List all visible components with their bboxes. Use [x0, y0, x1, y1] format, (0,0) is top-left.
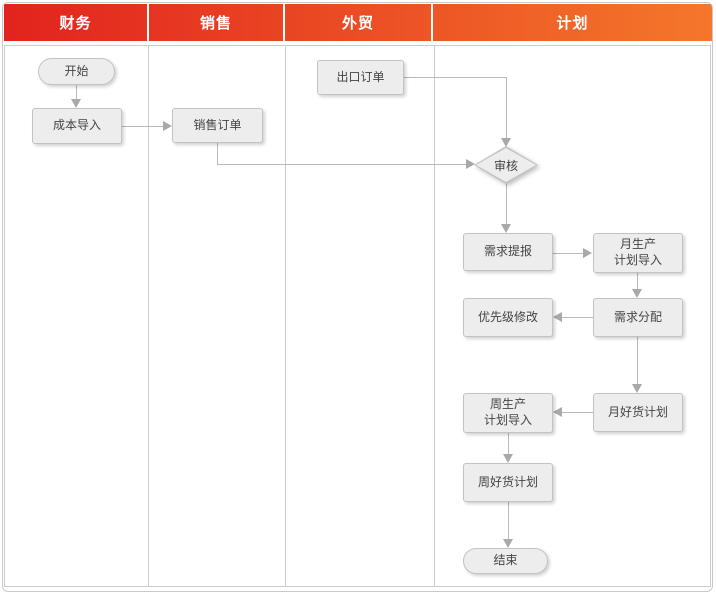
connector-monthly-plan-import-to-demand-allocation-arrowhead	[632, 289, 642, 298]
node-cost-import: 成本导入	[32, 108, 122, 144]
connector-monthly-good-plan-to-weekly-plan-import-arrowhead	[553, 407, 562, 417]
connector-weekly-good-plan-to-end-segment	[508, 502, 509, 539]
node-export-order: 出口订单	[317, 60, 404, 95]
connector-sales-order-to-review-segment-v	[217, 143, 218, 164]
lane-header-divider	[147, 4, 149, 41]
node-start: 开始	[38, 58, 115, 85]
lane-header-planning: 计划	[556, 15, 589, 32]
connector-review-to-demand-report-segment	[506, 183, 507, 225]
connector-start-to-cost-import-segment	[76, 85, 77, 100]
connector-export-order-to-review-arrowhead	[501, 138, 511, 147]
lane-divider-2	[285, 46, 286, 586]
lane-divider-1	[148, 46, 149, 586]
connector-review-to-demand-report-arrowhead	[501, 224, 511, 233]
connector-monthly-good-plan-to-weekly-plan-import-segment	[562, 412, 593, 413]
connector-export-order-to-review-segment-v	[506, 77, 507, 139]
node-sales-order: 销售订单	[172, 108, 263, 143]
connector-weekly-plan-import-to-weekly-good-plan-segment	[508, 433, 509, 454]
lane-divider-3	[434, 46, 435, 586]
lane-header-finance: 财务	[59, 15, 92, 32]
node-monthly-plan-import: 月生产 计划导入	[593, 233, 683, 273]
connector-demand-report-to-monthly-plan-import-segment	[553, 253, 584, 254]
node-demand-allocation: 需求分配	[593, 298, 683, 337]
connector-weekly-plan-import-to-weekly-good-plan-arrowhead	[503, 454, 513, 463]
connector-demand-allocation-to-monthly-good-plan-arrowhead	[632, 384, 642, 393]
node-weekly-plan-import: 周生产 计划导入	[463, 393, 553, 433]
lane-header-divider	[283, 4, 285, 41]
connector-monthly-plan-import-to-demand-allocation-segment	[637, 273, 638, 289]
lane-header-divider	[431, 4, 433, 41]
node-monthly-good-plan: 月好货计划	[593, 393, 683, 432]
node-review-decision: 审核	[474, 146, 538, 184]
node-demand-report: 需求提报	[463, 233, 553, 271]
connector-start-to-cost-import-arrowhead	[71, 99, 81, 108]
connector-demand-allocation-to-monthly-good-plan-segment	[637, 337, 638, 385]
lane-header-foreign-trade: 外贸	[341, 15, 374, 32]
lane-header-sales: 销售	[199, 15, 232, 32]
node-end: 结束	[463, 548, 548, 574]
connector-demand-allocation-to-priority-modify-arrowhead	[553, 312, 562, 322]
connector-cost-import-to-sales-order-segment	[122, 126, 164, 127]
connector-export-order-to-review-segment-h	[404, 77, 507, 78]
connector-demand-allocation-to-priority-modify-segment	[562, 317, 593, 318]
connector-weekly-good-plan-to-end-arrowhead	[503, 539, 513, 548]
review-diamond-label: 审核	[476, 148, 536, 182]
node-weekly-good-plan: 周好货计划	[463, 463, 553, 502]
review-diamond-border: 审核	[474, 146, 538, 184]
connector-cost-import-to-sales-order-arrowhead	[163, 121, 172, 131]
swimlane-header: 财务 销售 外贸 计划	[4, 4, 712, 41]
node-priority-modify: 优先级修改	[463, 298, 553, 337]
connector-sales-order-to-review-arrowhead	[466, 159, 475, 169]
connector-sales-order-to-review-segment-h	[217, 164, 467, 165]
connector-demand-report-to-monthly-plan-import-arrowhead	[583, 248, 592, 258]
